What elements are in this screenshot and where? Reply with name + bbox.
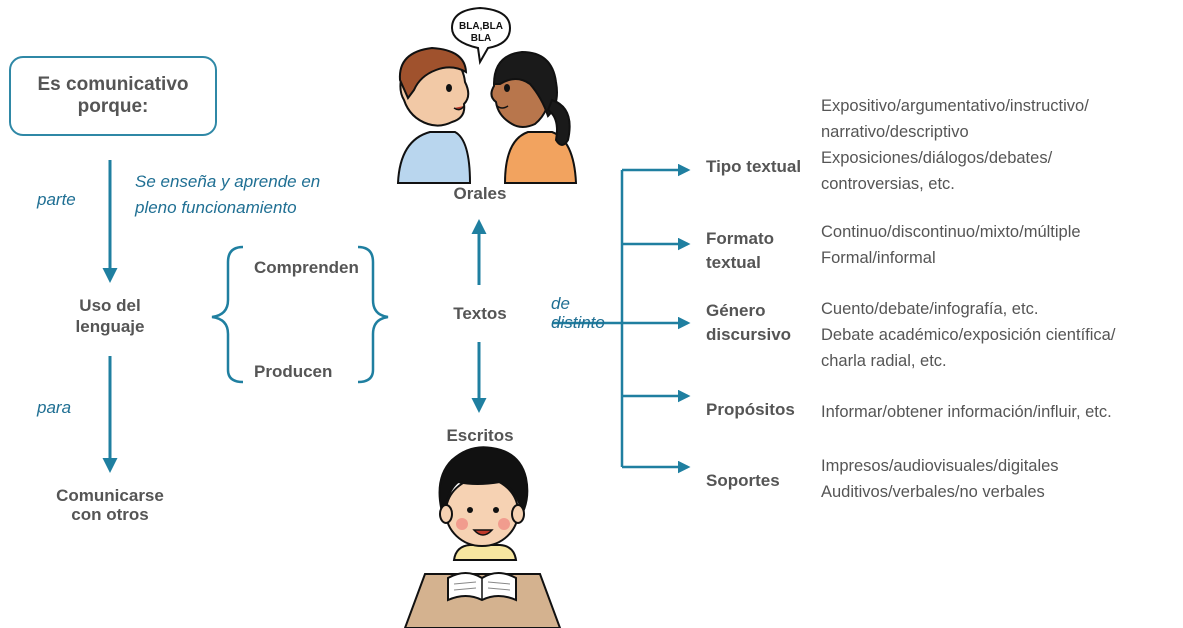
label-uso-line2: lenguaje bbox=[75, 317, 145, 336]
label-parte: parte bbox=[37, 190, 76, 209]
desc-tipo-4: controversias, etc. bbox=[821, 175, 955, 193]
category-propositos: Propósitos bbox=[706, 400, 795, 419]
label-escritos: Escritos bbox=[446, 426, 514, 445]
left-brace bbox=[211, 245, 244, 384]
label-producen: Producen bbox=[254, 362, 333, 381]
desc-genero-3: charla radial, etc. bbox=[821, 352, 947, 370]
desc-soportes-1: Impresos/audiovisuales/digitales bbox=[821, 457, 1059, 475]
conversation-illustration bbox=[396, 6, 578, 184]
category-formato-line2: textual bbox=[706, 253, 761, 272]
category-formato-line1: Formato bbox=[706, 229, 774, 248]
label-funcionamiento-2: pleno funcionamiento bbox=[135, 198, 297, 217]
category-soportes: Soportes bbox=[706, 471, 780, 490]
label-distinto: distinto bbox=[551, 313, 605, 332]
title-box: Es comunicativo porque: bbox=[9, 56, 217, 136]
label-orales: Orales bbox=[453, 184, 507, 203]
label-comunicarse-line1: Comunicarse bbox=[56, 486, 164, 505]
label-comprenden: Comprenden bbox=[254, 258, 359, 277]
label-uso-line1: Uso del bbox=[79, 296, 141, 315]
right-brace bbox=[357, 245, 389, 384]
speech-bubble-text-1: BLA,BLA bbox=[459, 21, 503, 32]
label-para: para bbox=[37, 398, 72, 417]
label-comunicarse-line2: con otros bbox=[71, 505, 149, 524]
category-genero-line2: discursivo bbox=[706, 325, 792, 344]
category-tipo-textual: Tipo textual bbox=[706, 157, 802, 176]
desc-genero-2: Debate académico/exposición científica/ bbox=[821, 326, 1116, 344]
desc-tipo-1: Expositivo/argumentativo/instructivo/ bbox=[821, 97, 1089, 115]
desc-formato-2: Formal/informal bbox=[821, 249, 936, 267]
label-funcionamiento-1: Se enseña y aprende en bbox=[135, 172, 321, 191]
desc-genero-1: Cuento/debate/infografía, etc. bbox=[821, 300, 1039, 318]
speech-bubble-text-2: BLA bbox=[471, 33, 492, 44]
desc-tipo-3: Exposiciones/diálogos/debates/ bbox=[821, 149, 1053, 167]
desc-tipo-2: narrativo/descriptivo bbox=[821, 123, 969, 141]
speech-bubble bbox=[450, 6, 512, 66]
desc-soportes-2: Auditivos/verbales/no verbales bbox=[821, 483, 1045, 501]
desc-propositos-1: Informar/obtener información/influir, et… bbox=[821, 403, 1112, 421]
boy-reading-illustration bbox=[403, 446, 562, 628]
category-genero-line1: Género bbox=[706, 301, 766, 320]
desc-formato-1: Continuo/discontinuo/mixto/múltiple bbox=[821, 223, 1081, 241]
label-textos: Textos bbox=[453, 304, 507, 323]
label-de: de bbox=[551, 294, 570, 313]
